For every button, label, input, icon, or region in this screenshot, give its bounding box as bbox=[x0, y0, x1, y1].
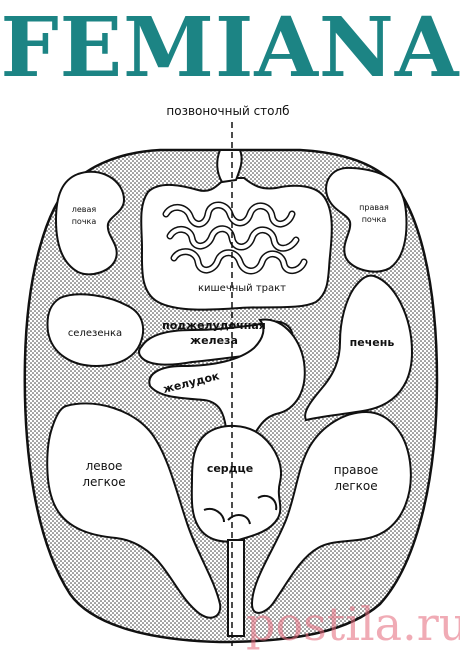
right-kidney-shape bbox=[325, 166, 408, 273]
spleen-shape bbox=[46, 293, 145, 368]
right-kidney-label-1: правая bbox=[359, 203, 389, 212]
pancreas-label-1: поджелудочная bbox=[162, 319, 266, 332]
right-lung-label-1: правое bbox=[334, 463, 379, 477]
liver-shape bbox=[304, 274, 414, 422]
left-kidney-label-1: левая bbox=[72, 205, 97, 214]
intestine-label: кишечный тракт bbox=[198, 283, 286, 294]
esophagus-shape bbox=[216, 149, 243, 184]
spine-label: позвоночный столб bbox=[166, 104, 289, 118]
heart-shape bbox=[190, 424, 282, 543]
right-lung-label-2: легкое bbox=[334, 479, 377, 493]
liver-label: печень bbox=[350, 336, 395, 349]
left-kidney-label-2: почка bbox=[72, 217, 97, 226]
stomach-shape bbox=[148, 318, 306, 444]
left-lung-shape bbox=[46, 402, 222, 619]
heart-vessels bbox=[203, 494, 278, 525]
heart-label: сердце bbox=[207, 462, 253, 475]
brand-title: FEMIANA bbox=[0, 0, 460, 96]
watermark: postila.ru bbox=[246, 597, 460, 651]
right-kidney-label-2: почка bbox=[362, 215, 387, 224]
right-lung-shape bbox=[250, 410, 412, 614]
spleen-label: селезенка bbox=[68, 328, 122, 339]
left-lung-label-2: легкое bbox=[82, 475, 125, 489]
pancreas-label-2: железа bbox=[190, 334, 238, 347]
trachea-shape bbox=[227, 539, 245, 637]
left-kidney-shape bbox=[54, 170, 126, 276]
left-lung-label-1: левое bbox=[86, 459, 123, 473]
